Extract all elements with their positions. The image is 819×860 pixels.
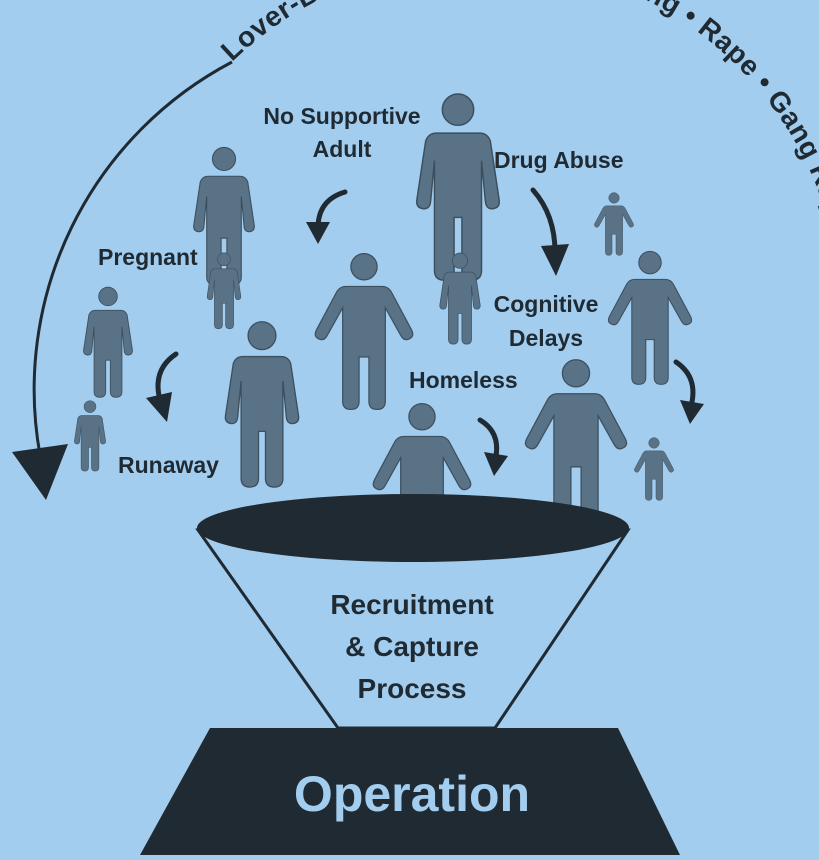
factor-label-drug-abuse: Drug Abuse xyxy=(494,147,624,173)
funnel-label-line1: Recruitment xyxy=(330,589,493,620)
circular-arrow-icon xyxy=(12,444,68,500)
factor-label-no-supportive-adult-line1: No Supportive xyxy=(263,103,420,129)
factor-label-runaway: Runaway xyxy=(118,452,219,478)
operation-base xyxy=(140,728,680,855)
funnel-label-line2: & Capture xyxy=(345,631,479,662)
person-icon xyxy=(314,253,414,411)
curved-arrow-icon xyxy=(146,351,179,422)
factor-label-homeless: Homeless xyxy=(409,367,518,393)
funnel-label-line3: Process xyxy=(358,673,467,704)
person-icon xyxy=(83,286,133,398)
person-icon xyxy=(524,359,628,522)
curved-arrow-icon xyxy=(530,187,569,276)
curved-arrow-icon xyxy=(477,417,508,476)
person-icon xyxy=(594,192,634,256)
factor-label-cognitive-delays-line1: Cognitive xyxy=(494,291,599,317)
curved-arrow-icon xyxy=(673,359,704,424)
person-icon xyxy=(74,400,106,472)
circular-arrow-line xyxy=(32,60,233,456)
person-icon xyxy=(634,437,674,501)
person-icon xyxy=(224,321,300,488)
factor-label-pregnant: Pregnant xyxy=(98,244,198,270)
person-icon xyxy=(415,93,501,281)
funnel-opening xyxy=(197,494,629,562)
operation-label: Operation xyxy=(294,766,530,822)
curved-arrow-icon xyxy=(306,189,348,244)
factor-label-cognitive-delays-line2: Delays xyxy=(509,325,583,351)
factor-label-no-supportive-adult-line2: Adult xyxy=(313,136,372,162)
